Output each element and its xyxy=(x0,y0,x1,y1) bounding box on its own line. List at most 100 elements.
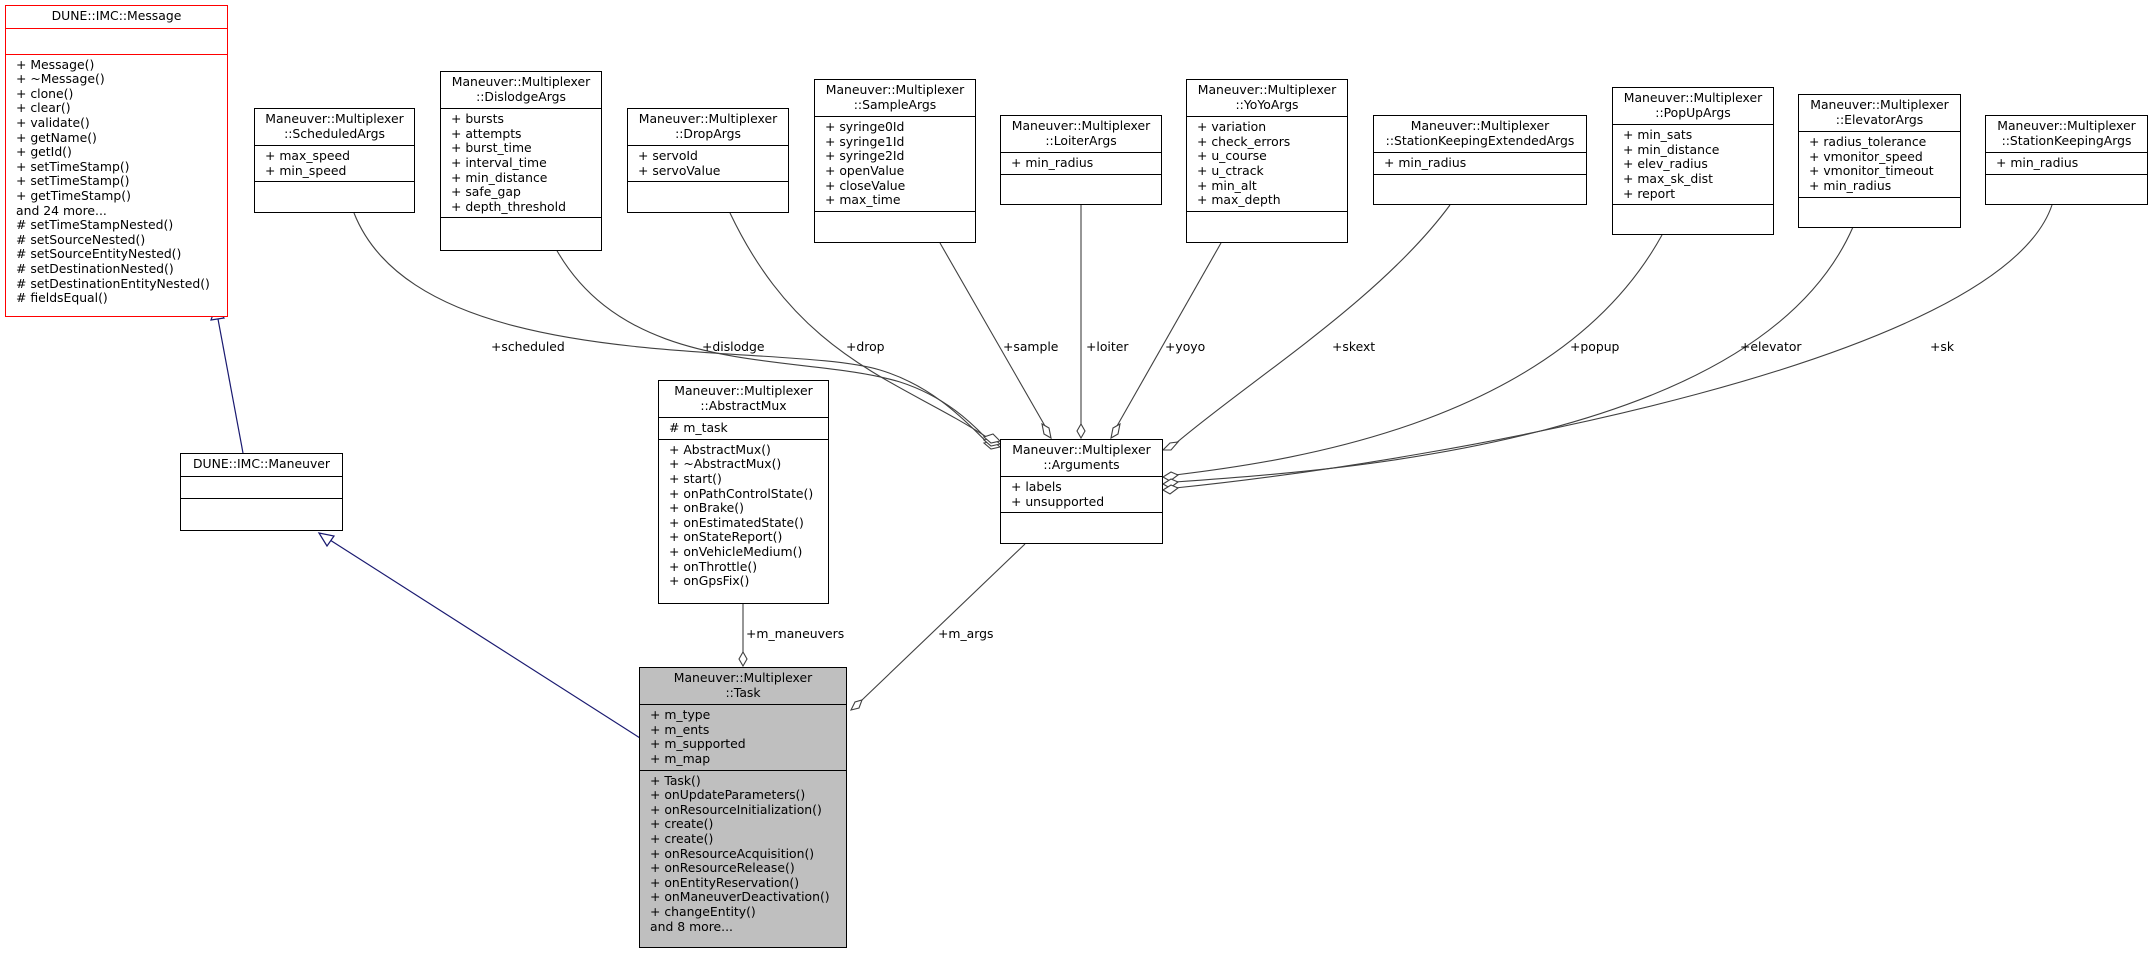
diamond-yoyo xyxy=(1110,422,1121,440)
attribute: + safe_gap xyxy=(451,184,521,200)
attributes-section: + max_speed + min_speed xyxy=(255,145,414,181)
class-title: DUNE::IMC::Message xyxy=(6,6,227,28)
class-task[interactable]: Maneuver::Multiplexer ::Task + m_type + … xyxy=(639,667,847,948)
inheritance-edge-maneuver-message xyxy=(217,318,244,454)
attributes-section: + min_radius xyxy=(1986,152,2147,174)
operation: + onEstimatedState() xyxy=(669,514,804,530)
operation: + onEntityReservation() xyxy=(650,874,800,890)
attributes-section: + m_type + m_ents + m_supported + m_map xyxy=(640,704,846,769)
operations-section xyxy=(1799,196,1960,222)
attribute: + vmonitor_timeout xyxy=(1809,163,1934,179)
class-skext-args[interactable]: Maneuver::Multiplexer ::StationKeepingEx… xyxy=(1373,115,1587,205)
class-arguments[interactable]: Maneuver::Multiplexer ::Arguments + labe… xyxy=(1000,439,1163,544)
edge-sample xyxy=(939,242,1046,427)
edge-m-args xyxy=(861,543,1026,701)
operation: + getName() xyxy=(16,129,97,145)
class-drop-args[interactable]: Maneuver::Multiplexer ::DropArgs + servo… xyxy=(627,108,789,213)
attribute: + variation xyxy=(1197,119,1267,135)
class-loiter-args[interactable]: Maneuver::Multiplexer ::LoiterArgs + min… xyxy=(1000,115,1162,205)
operations-section: + AbstractMux() + ~AbstractMux() + start… xyxy=(659,438,828,592)
attribute: + u_ctrack xyxy=(1197,162,1264,178)
class-message[interactable]: DUNE::IMC::Message + Message() + ~Messag… xyxy=(5,5,228,317)
operation: + onUpdateParameters() xyxy=(650,787,806,803)
attributes-section xyxy=(6,27,227,54)
class-dislodge-args[interactable]: Maneuver::Multiplexer ::DislodgeArgs + b… xyxy=(440,71,602,251)
operation: + clone() xyxy=(16,85,74,101)
diamond-m-maneuvers xyxy=(738,650,748,668)
attribute: + closeValue xyxy=(825,177,906,193)
edge-label-scheduled: +scheduled xyxy=(491,339,565,354)
class-title-line: ::Arguments xyxy=(1043,456,1120,472)
class-abstract-mux[interactable]: Maneuver::Multiplexer ::AbstractMux # m_… xyxy=(658,380,829,604)
attributes-section: + variation + check_errors + u_course + … xyxy=(1187,116,1347,211)
attribute: + vmonitor_speed xyxy=(1809,148,1923,164)
attribute: + u_course xyxy=(1197,148,1267,164)
class-title-line: DUNE::IMC::Maneuver xyxy=(192,456,331,471)
attributes-section: + radius_tolerance + vmonitor_speed + vm… xyxy=(1799,131,1960,196)
class-title-line: ::ElevatorArgs xyxy=(1835,111,1924,127)
inheritance-arrowhead-maneuver xyxy=(317,532,336,548)
class-elevator-args[interactable]: Maneuver::Multiplexer ::ElevatorArgs + r… xyxy=(1798,94,1961,228)
class-sk-args[interactable]: Maneuver::Multiplexer ::StationKeepingAr… xyxy=(1985,115,2148,205)
class-title-line: DUNE::IMC::Message xyxy=(51,8,182,23)
attributes-section: + min_radius xyxy=(1001,152,1161,174)
class-title-line: Maneuver::Multiplexer xyxy=(451,74,591,89)
class-title-line: ::ScheduledArgs xyxy=(284,125,385,141)
attribute: + min_radius xyxy=(1809,177,1892,193)
edge-yoyo xyxy=(1116,242,1222,427)
operations-section xyxy=(255,181,414,206)
class-title-line: ::AbstractMux xyxy=(700,397,787,413)
class-title-line: Maneuver::Multiplexer xyxy=(674,383,813,398)
diamond-m-args xyxy=(849,699,863,711)
attribute: + min_distance xyxy=(451,169,548,185)
class-title: Maneuver::Multiplexer ::ScheduledArgs xyxy=(255,109,414,145)
operation: + getTimeStamp() xyxy=(16,187,131,203)
class-maneuver[interactable]: DUNE::IMC::Maneuver xyxy=(180,453,343,531)
class-title-line: Maneuver::Multiplexer xyxy=(1197,82,1337,97)
edge-elevator xyxy=(1174,226,1854,483)
class-yoyo-args[interactable]: Maneuver::Multiplexer ::YoYoArgs + varia… xyxy=(1186,79,1348,243)
class-popup-args[interactable]: Maneuver::Multiplexer ::PopUpArgs + min_… xyxy=(1612,87,1774,235)
operation: and 8 more... xyxy=(650,918,733,934)
class-title-line: ::Task xyxy=(725,684,761,700)
attribute: + m_ents xyxy=(650,721,710,737)
diamond-skext xyxy=(1161,441,1180,451)
operation: + ~Message() xyxy=(16,71,105,87)
class-title-line: ::LoiterArgs xyxy=(1045,132,1117,148)
class-title-line: Maneuver::Multiplexer xyxy=(638,111,778,126)
operations-section xyxy=(628,181,788,206)
class-title: Maneuver::Multiplexer ::PopUpArgs xyxy=(1613,88,1773,124)
attribute: + m_type xyxy=(650,707,711,723)
attribute: + min_radius xyxy=(1996,155,2079,171)
operation: + onResourceInitialization() xyxy=(650,801,822,817)
operation: # setDestinationEntityNested() xyxy=(16,275,210,291)
diamond-sk xyxy=(1161,484,1180,495)
class-title-line: Maneuver::Multiplexer xyxy=(1012,442,1151,457)
operation: + onManeuverDeactivation() xyxy=(650,889,830,905)
attribute: + max_speed xyxy=(265,148,350,164)
attribute: + m_map xyxy=(650,750,711,766)
class-sample-args[interactable]: Maneuver::Multiplexer ::SampleArgs + syr… xyxy=(814,79,976,243)
edge-label-popup: +popup xyxy=(1570,339,1620,354)
class-title-line: ::DropArgs xyxy=(675,125,741,141)
attribute: + labels xyxy=(1011,479,1062,495)
operation: # setDestinationNested() xyxy=(16,260,174,276)
attribute: + max_time xyxy=(825,192,901,208)
edge-sk xyxy=(1174,204,2053,489)
operation: + create() xyxy=(650,816,714,832)
edge-drop xyxy=(729,212,989,439)
edge-label-dislodge: +dislodge xyxy=(702,339,765,354)
attributes-section: + min_sats + min_distance + elev_radius … xyxy=(1613,124,1773,204)
class-title: Maneuver::Multiplexer ::AbstractMux xyxy=(659,381,828,417)
class-scheduled-args[interactable]: Maneuver::Multiplexer ::ScheduledArgs + … xyxy=(254,108,415,213)
operation: + onResourceRelease() xyxy=(650,860,795,876)
attribute: + max_depth xyxy=(1197,192,1281,208)
attribute: + openValue xyxy=(825,162,905,178)
class-title: Maneuver::Multiplexer ::SampleArgs xyxy=(815,80,975,116)
operations-section: + Message() + ~Message() + clone() + cle… xyxy=(6,53,227,309)
edge-label-sk: +sk xyxy=(1930,339,1955,354)
class-title: Maneuver::Multiplexer ::LoiterArgs xyxy=(1001,116,1161,152)
operation: + onThrottle() xyxy=(669,558,758,574)
class-title-line: ::DislodgeArgs xyxy=(476,88,566,104)
